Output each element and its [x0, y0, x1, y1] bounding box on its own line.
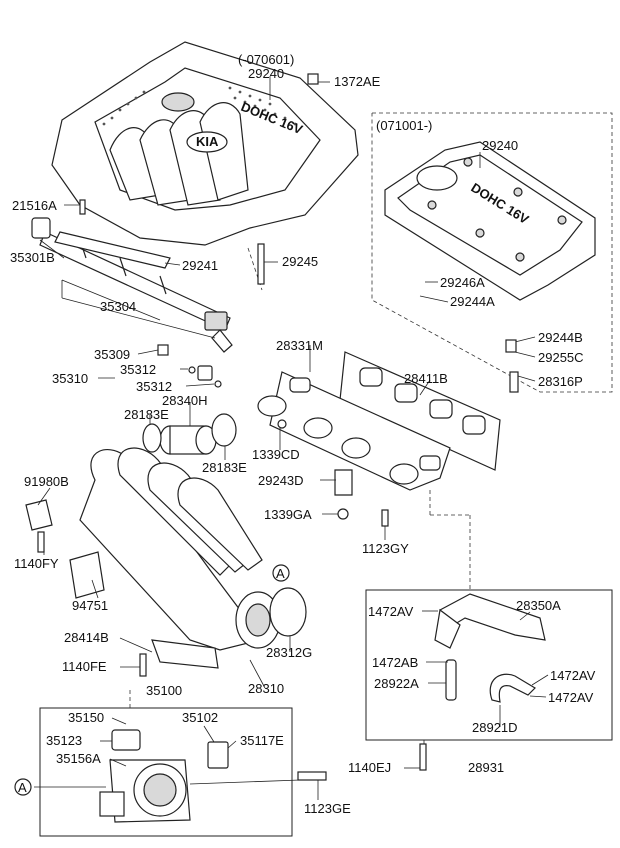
label-1140FY: 1140FY [14, 556, 59, 571]
label-28312G: 28312G [266, 645, 312, 660]
label-35312-bottom: 35312 [136, 379, 172, 394]
callout-circle-a1 [272, 564, 290, 582]
clamp-28183E-right [211, 413, 237, 447]
label-28331M: 28331M [276, 338, 323, 353]
bracket-28414B [151, 639, 219, 669]
callout-circle-a2 [14, 778, 32, 796]
label-28921D: 28921D [472, 720, 518, 735]
label-91980B: 91980B [24, 474, 69, 489]
label-28350A: 28350A [516, 598, 561, 613]
bolts [37, 73, 519, 781]
label-1372AE: 1372AE [334, 74, 381, 89]
label-1140EJ: 1140EJ [348, 760, 391, 775]
label-35312-top: 35312 [120, 362, 156, 377]
intake-manifold-28310 [79, 447, 281, 651]
label-1123GE: 1123GE [304, 801, 351, 816]
label-29255C: 29255C [538, 350, 584, 365]
label-29243D: 29243D [258, 473, 304, 488]
label-1472AB: 1472AB [372, 655, 418, 670]
label-35100: 35100 [146, 683, 182, 698]
label-28414B: 28414B [64, 630, 109, 645]
label-28340H: 28340H [162, 393, 208, 408]
label-35310: 35310 [52, 371, 88, 386]
cover-old-logo: KIA [196, 134, 219, 149]
label-1472AV-top: 1472AV [368, 604, 414, 619]
fuel-rail [31, 217, 233, 353]
label-cover-old-date: (-070601) [238, 52, 294, 67]
label-35156A: 35156A [56, 751, 101, 766]
label-29241: 29241 [182, 258, 218, 273]
label-cover-old: 29240 [248, 66, 284, 81]
label-28922A: 28922A [374, 676, 419, 691]
label-35117E: 35117E [240, 733, 284, 748]
bracket-91980B [25, 499, 53, 531]
label-29245: 29245 [282, 254, 318, 269]
label-28316P: 28316P [538, 374, 583, 389]
label-35309: 35309 [94, 347, 130, 362]
label-35301B: 35301B [10, 250, 55, 265]
label-28310: 28310 [248, 681, 284, 696]
hose-28921D [489, 673, 536, 703]
cover-new-dashed-box [371, 112, 613, 393]
label-28411B: 28411B [404, 371, 448, 386]
label-28183E-right: 28183E [202, 460, 247, 475]
label-29244A: 29244A [450, 294, 495, 309]
label-29244B: 29244B [538, 330, 583, 345]
callout-a1: A [276, 566, 285, 581]
sensor-35102 [207, 741, 229, 769]
bracket-29243D [334, 469, 353, 496]
throttle-body-35100 [99, 759, 191, 823]
callout-a2: A [18, 780, 27, 795]
injector-clip-35309 [157, 344, 169, 356]
label-cover-new-date: (071001-) [376, 118, 432, 133]
label-21516A: 21516A [12, 198, 57, 213]
hose-28350A [434, 593, 546, 649]
gasket-28312G [269, 587, 307, 637]
label-1472AV-lower: 1472AV [548, 690, 594, 705]
rail-bracket-29241 [54, 231, 171, 269]
hose-28922A [445, 659, 457, 701]
label-35102: 35102 [182, 710, 218, 725]
sensor-35150 [111, 729, 141, 751]
bracket-94751 [69, 551, 105, 599]
hose-assembly-box [365, 589, 613, 741]
label-29246A: 29246A [440, 275, 485, 290]
engine-cover-new: DOHC 16V [384, 141, 596, 301]
label-1339GA: 1339GA [264, 507, 312, 522]
engine-cover-old: KIA DOHC 16V [51, 41, 359, 246]
manifold-28331M [257, 371, 451, 491]
injector-35310 [188, 365, 222, 388]
throttle-body-box [39, 707, 293, 837]
label-35150: 35150 [68, 710, 104, 725]
label-cover-new: 29240 [482, 138, 518, 153]
hose-28340H [159, 425, 217, 455]
label-35123: 35123 [46, 733, 82, 748]
label-1472AV-right: 1472AV [550, 668, 596, 683]
label-28931: 28931 [468, 760, 504, 775]
label-1339CD: 1339CD [252, 447, 300, 462]
label-94751: 94751 [72, 598, 108, 613]
gasket-28411B [339, 351, 501, 471]
clamp-28183E-left [142, 423, 162, 453]
label-28183E-left: 28183E [124, 407, 169, 422]
label-1123GY: 1123GY [362, 541, 409, 556]
label-35304: 35304 [100, 299, 136, 314]
label-1140FE: 1140FE [62, 659, 107, 674]
